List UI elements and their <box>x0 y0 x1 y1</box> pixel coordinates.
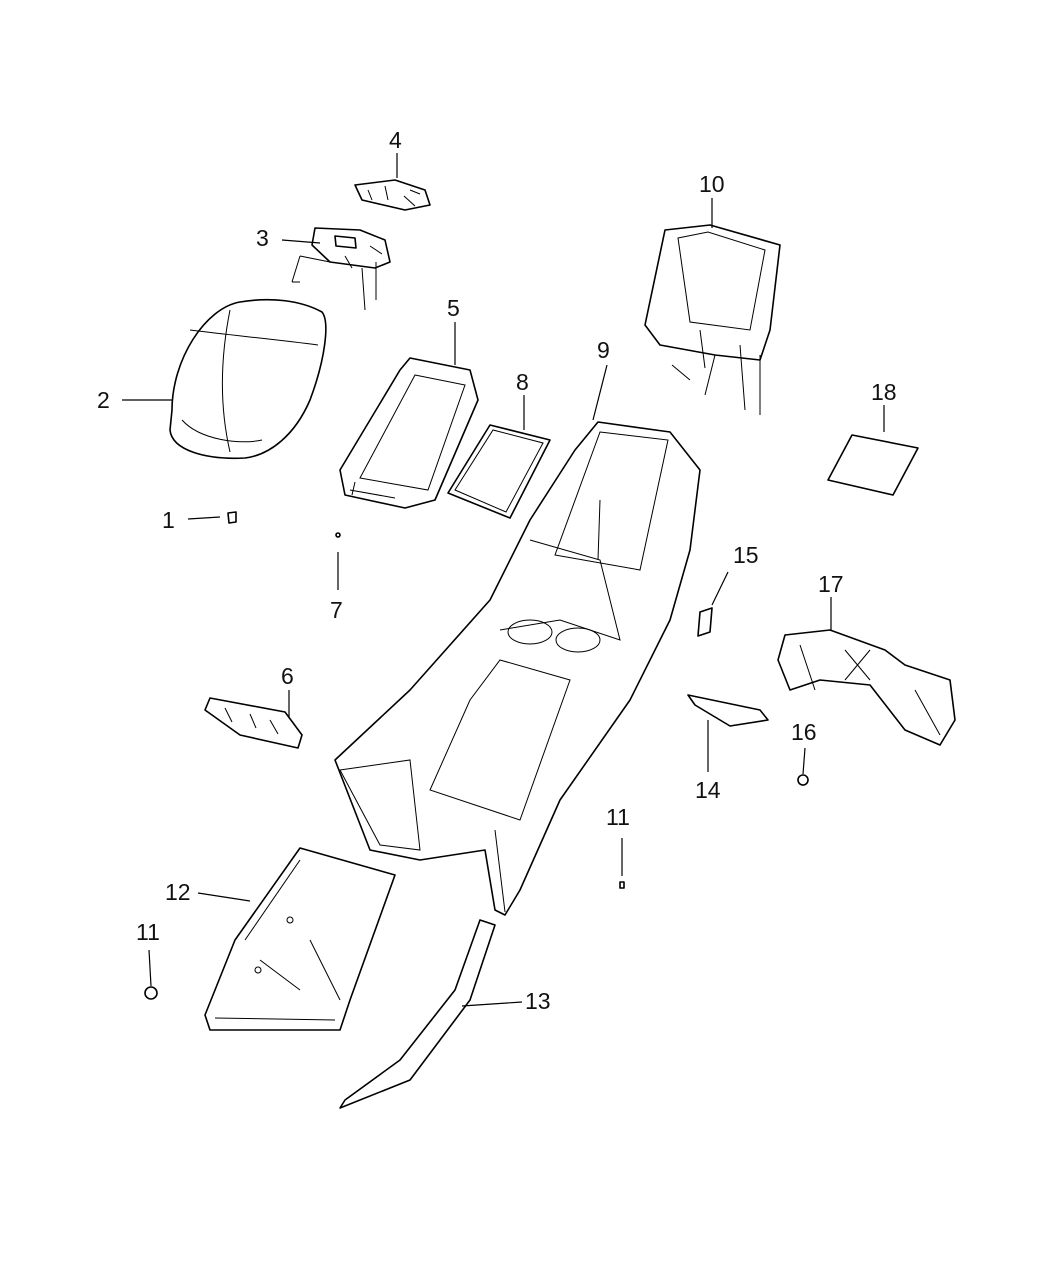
callout-3: 3 <box>256 225 269 251</box>
part-13-lower-trim <box>339 919 496 1109</box>
part-7-clip <box>335 532 341 538</box>
part-6-switch-bezel <box>204 697 303 749</box>
callout-8: 8 <box>516 369 529 395</box>
part-2-armrest-lid <box>169 298 327 460</box>
part-12-side-panel <box>204 847 396 1031</box>
callout-11-right: 11 <box>606 804 630 830</box>
callout-14: 14 <box>695 777 721 803</box>
callout-9: 9 <box>597 337 610 363</box>
part-3-hinge-mechanism <box>291 227 391 311</box>
part-14-trim-strip <box>687 694 769 727</box>
part-1-screw <box>227 511 237 524</box>
callout-5: 5 <box>447 295 460 321</box>
callout-12: 12 <box>165 879 191 905</box>
callout-17: 17 <box>818 571 844 597</box>
part-17-mounting-bracket <box>777 629 956 746</box>
callout-2: 2 <box>97 387 110 413</box>
part-10-bin-insert <box>644 224 781 415</box>
part-8-mat <box>447 424 551 519</box>
callout-11-left: 11 <box>136 919 160 945</box>
callout-6: 6 <box>281 663 294 689</box>
callout-1: 1 <box>162 507 175 533</box>
callout-4: 4 <box>389 127 402 153</box>
callout-18: 18 <box>871 379 897 405</box>
callout-13: 13 <box>525 988 551 1014</box>
part-18-pad <box>827 434 919 496</box>
part-4-latch-bracket <box>354 179 431 211</box>
callout-10: 10 <box>699 171 725 197</box>
callout-16: 16 <box>791 719 817 745</box>
part-15-small-cover <box>697 607 713 637</box>
part-9-center-console <box>334 421 701 916</box>
callout-7: 7 <box>330 597 343 623</box>
part-5-storage-bin <box>339 357 479 509</box>
callout-15: 15 <box>733 542 759 568</box>
part-11-clip-right <box>619 881 625 889</box>
part-11-push-pin-left <box>144 986 158 1000</box>
part-16-fastener <box>797 774 809 786</box>
